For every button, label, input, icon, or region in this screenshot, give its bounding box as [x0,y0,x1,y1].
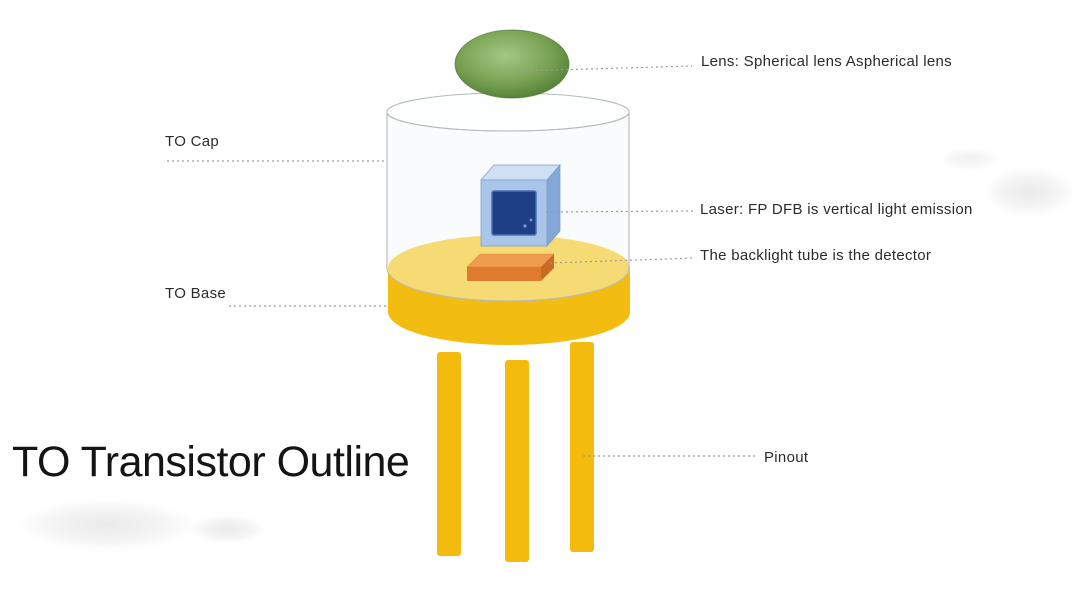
label-to-cap: TO Cap [165,133,220,150]
detector-pad-side [541,254,554,281]
to-cap-rim [386,92,630,132]
leader-lines [167,65,757,457]
laser-cube-side [546,163,561,248]
laser-emitter-face [491,190,537,236]
detector-pad-shape [466,253,555,281]
laser-chip-shape [480,163,561,248]
detector-pad-top [466,253,555,268]
laser-cube-top [480,164,561,181]
emitter-dot [529,218,533,222]
label-backlight: The backlight tube is the detector [700,247,932,264]
pin-left [437,352,461,556]
label-laser: Laser: FP DFB is vertical light emission [700,201,973,218]
pins [437,342,594,562]
pin-right [570,342,594,552]
label-pinout: Pinout [764,449,809,466]
lens-shape [454,29,570,99]
page-title: TO Transistor Outline [12,438,410,486]
to-base-side [388,268,630,345]
emitter-dot [523,224,527,228]
label-lens: Lens: Spherical lens Aspherical lens [701,53,952,70]
detector-pad-front [467,267,541,281]
backlight-leader-line [549,257,695,264]
label-to-base: TO Base [165,285,227,302]
lens-leader-line [520,65,693,72]
pin-middle [505,360,529,562]
